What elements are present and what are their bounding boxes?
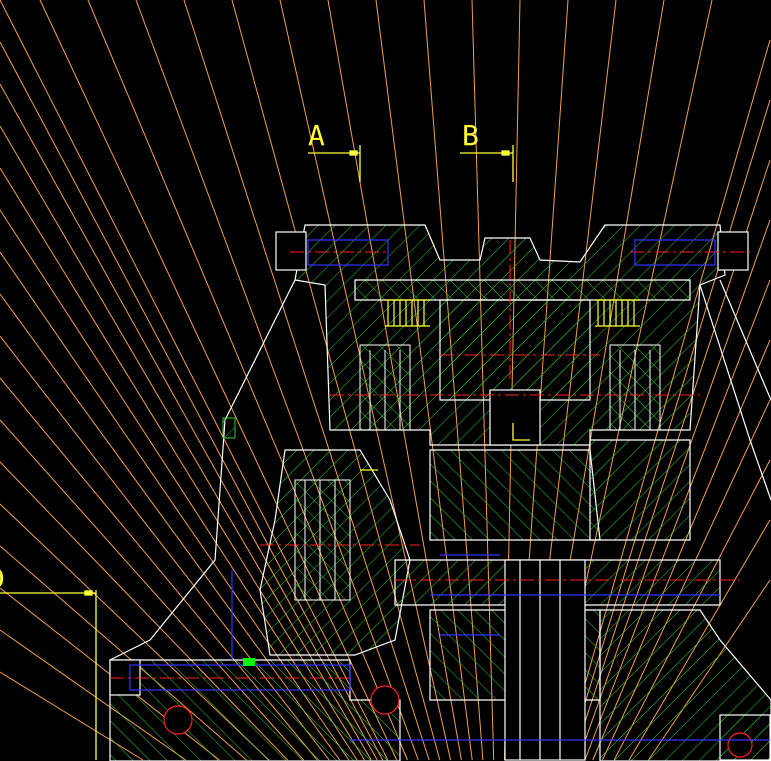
section-label-b: B <box>462 119 479 152</box>
springs <box>385 299 640 327</box>
hidden-lines <box>129 239 770 741</box>
highlight-marker <box>243 658 255 666</box>
clutch-plates <box>294 344 661 601</box>
centerlines <box>110 240 750 679</box>
section-label-a: A <box>308 119 325 152</box>
annotations <box>0 145 530 760</box>
housing <box>109 224 771 761</box>
key-part <box>222 417 236 439</box>
section-label-d: D <box>0 562 5 595</box>
